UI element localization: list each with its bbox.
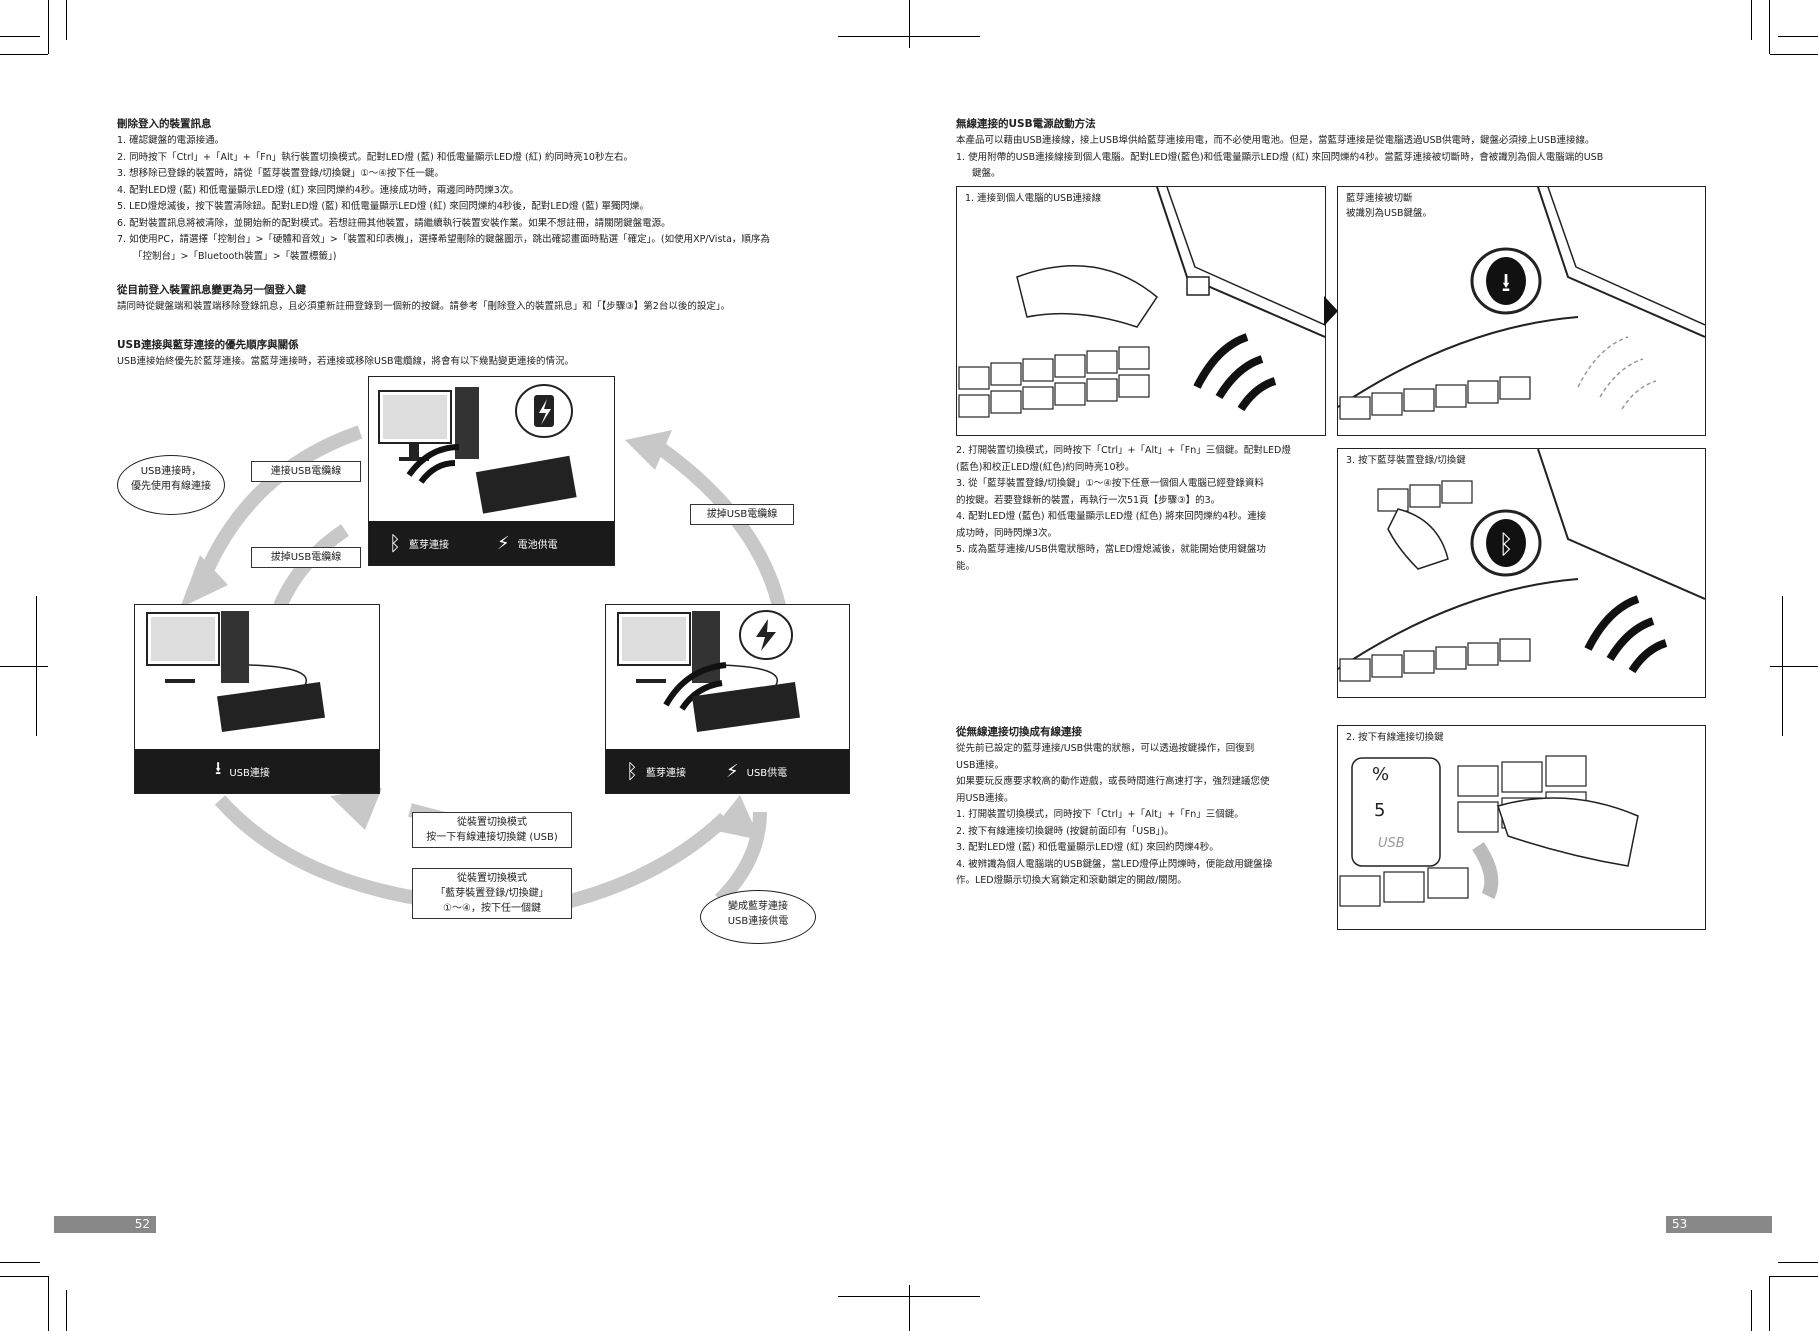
label-switch-usb: 從裝置切換模式按一下有線連接切換鍵 (USB) [412, 812, 572, 848]
section-body: USB連接始終優先於藍芽連接。當藍芽連接時，若連接或移除USB電纜線，將會有以下… [117, 356, 575, 367]
key-legend-usb: USB [1378, 836, 1405, 851]
step-line: 3. 想移除已登錄的裝置時，請從「藍芽裝置登錄/切換鍵」①～④按下任一鍵。 [117, 168, 444, 179]
label-connect-usb: 連接USB電纜線 [251, 461, 361, 482]
laptop-hand-illustration: ᛒ [1338, 449, 1705, 682]
status-bluetooth-label: 藍芽連接 [409, 539, 449, 551]
section-usb-power: 無線連接的USB電源啟動方法 本產品可以藉由USB連接線，接上USB埠供給藍芽連… [956, 116, 1716, 183]
key-legend-top: % [1372, 764, 1390, 785]
section-change-device: 從目前登入裝置訊息變更為另一個登入鍵 請同時從鍵盤端和裝置端移除登錄訊息，且必須… [117, 282, 877, 316]
step-line: 4. 配對LED燈 (藍) 和低電量顯示LED燈 (紅) 來回閃爍約4秒。連接成… [117, 184, 519, 196]
status-power-label: 電池供電 [517, 539, 558, 551]
figure-usb-cable-connect: 1. 連接到個人電腦的USB連接線 [956, 186, 1326, 436]
figure-press-device-key: 3. 按下藍芽裝置登錄/切換鍵 ᛒ [1337, 448, 1706, 698]
step-line: 1. 確認鍵盤的電源接通。 [117, 135, 225, 146]
usb-icon: ⭳ [215, 758, 222, 779]
panel-bluetooth-usb-power: ᛒ 藍芽連接 ⚡ USB供電 [605, 604, 850, 794]
figure-bluetooth-cut: 藍芽連接被切斷被識別為USB鍵盤。 ⭳ [1337, 186, 1706, 436]
bluetooth-usb-power-bubble: 變成藍芽連接 USB連接供電 [700, 890, 816, 944]
svg-text:⭳: ⭳ [1501, 268, 1510, 298]
section-wireless-to-wired: 從無線連接切換成有線連接 從先前已設定的藍芽連接/USB供電的狀態，可以透過按鍵… [956, 724, 1328, 890]
steps-2-to-5: 2. 打開裝置切換模式，同時按下「Ctrl」+「Alt」+「Fn」三個鍵。配對L… [956, 445, 1291, 572]
keyboard-hand-illustration [1339, 755, 1639, 907]
pc-keyboard-illustration [617, 610, 800, 733]
panel-bluetooth-battery: ᛒ 藍芽連接 ⚡ 電池供電 [368, 376, 615, 566]
usb-key-closeup [1351, 757, 1441, 867]
status-bar: ᛒ 藍芽連接 ⚡ USB供電 [606, 749, 849, 793]
section-title: 從目前登入裝置訊息變更為另一個登入鍵 [117, 284, 306, 296]
section-body: 本產品可以藉由USB連接線，接上USB埠供給藍芽連接用電，而不必使用電池。但是，… [956, 135, 1604, 179]
lightning-icon [756, 619, 776, 651]
usb-priority-bubble: USB連接時， 優先使用有線連接 [117, 455, 225, 515]
status-bar: ⭳ USB連接 [135, 749, 379, 793]
figure-caption: 1. 連接到個人電腦的USB連接線 [965, 193, 1102, 204]
bluetooth-icon: ᛒ [626, 759, 638, 783]
pc-keyboard-illustration [146, 611, 325, 733]
figure-caption: 2. 按下有線連接切換鍵 [1346, 732, 1444, 743]
step-line: 2. 同時按下「Ctrl」+「Alt」+「Fn」執行裝置切換模式。配對LED燈 … [117, 151, 633, 163]
page-number: 53 [1666, 1216, 1772, 1233]
step-line: 6. 配對裝置訊息將被清除，並開始新的配對模式。若想註冊其他裝置，請繼續執行裝置… [117, 217, 671, 229]
figure-caption: 藍芽連接被切斷被識別為USB鍵盤。 [1346, 193, 1433, 219]
pc-keyboard-illustration [378, 384, 577, 514]
lightning-icon: ⚡ [726, 760, 739, 782]
section-body: 1. 確認鍵盤的電源接通。 2. 同時按下「Ctrl」+「Alt」+「Fn」執行… [117, 133, 877, 265]
figure-caption: 3. 按下藍芽裝置登錄/切換鍵 [1346, 455, 1466, 466]
page-number: 52 [54, 1216, 156, 1233]
laptop-usb-illustration: ⭳ [1338, 187, 1705, 420]
section-usb-priority: USB連接與藍芽連接的優先順序與關係 USB連接始終優先於藍芽連接。當藍芽連接時… [117, 337, 877, 371]
usb-icon [1486, 257, 1526, 305]
section-body: 請同時從鍵盤端和裝置端移除登錄訊息，且必須重新註冊登錄到一個新的按鍵。請參考「刪… [117, 301, 731, 312]
laptop-keyboard-illustration [958, 187, 1325, 418]
svg-text:ᛒ: ᛒ [1498, 530, 1514, 560]
key-legend-mid: 5 [1374, 800, 1386, 821]
bluetooth-icon: ᛒ [389, 531, 401, 555]
status-bar: ᛒ 藍芽連接 ⚡ 電池供電 [369, 521, 614, 565]
panel-usb: ⭳ USB連接 [134, 604, 380, 794]
label-switch-bluetooth: 從裝置切換模式「藍芽裝置登錄/切換鍵」①～④，按下任一個鍵 [412, 868, 572, 919]
section-delete-device: 刪除登入的裝置訊息 1. 確認鍵盤的電源接通。 2. 同時按下「Ctrl」+「A… [117, 116, 877, 265]
status-usb-label: USB連接 [229, 767, 270, 779]
bluetooth-icon [1486, 519, 1526, 567]
section-title: 從無線連接切換成有線連接 [956, 726, 1082, 738]
section-title: 刪除登入的裝置訊息 [117, 118, 212, 130]
status-bluetooth-label: 藍芽連接 [646, 767, 686, 779]
step-line: 5. LED燈熄滅後，按下裝置清除鈕。配對LED燈 (藍) 和低電量顯示LED燈… [117, 201, 649, 212]
step-line: 「控制台」>「Bluetooth裝置」>「裝置標籤」) [133, 250, 337, 262]
label-unplug-usb: 拔掉USB電纜線 [251, 547, 361, 568]
step-line: 7. 如使用PC，請選擇「控制台」>「硬體和音效」>「裝置和印表機」，選擇希望刪… [117, 234, 770, 245]
figure-press-usb-key: 2. 按下有線連接切換鍵 % 5 USB [1337, 725, 1706, 930]
next-arrow-icon [1324, 296, 1338, 326]
label-unplug-usb-right: 拔掉USB電纜線 [690, 504, 794, 525]
status-power-label: USB供電 [746, 767, 788, 779]
section-title: USB連接與藍芽連接的優先順序與關係 [117, 339, 299, 351]
section-title: 無線連接的USB電源啟動方法 [956, 118, 1096, 130]
battery-icon: ⚡ [497, 532, 510, 554]
